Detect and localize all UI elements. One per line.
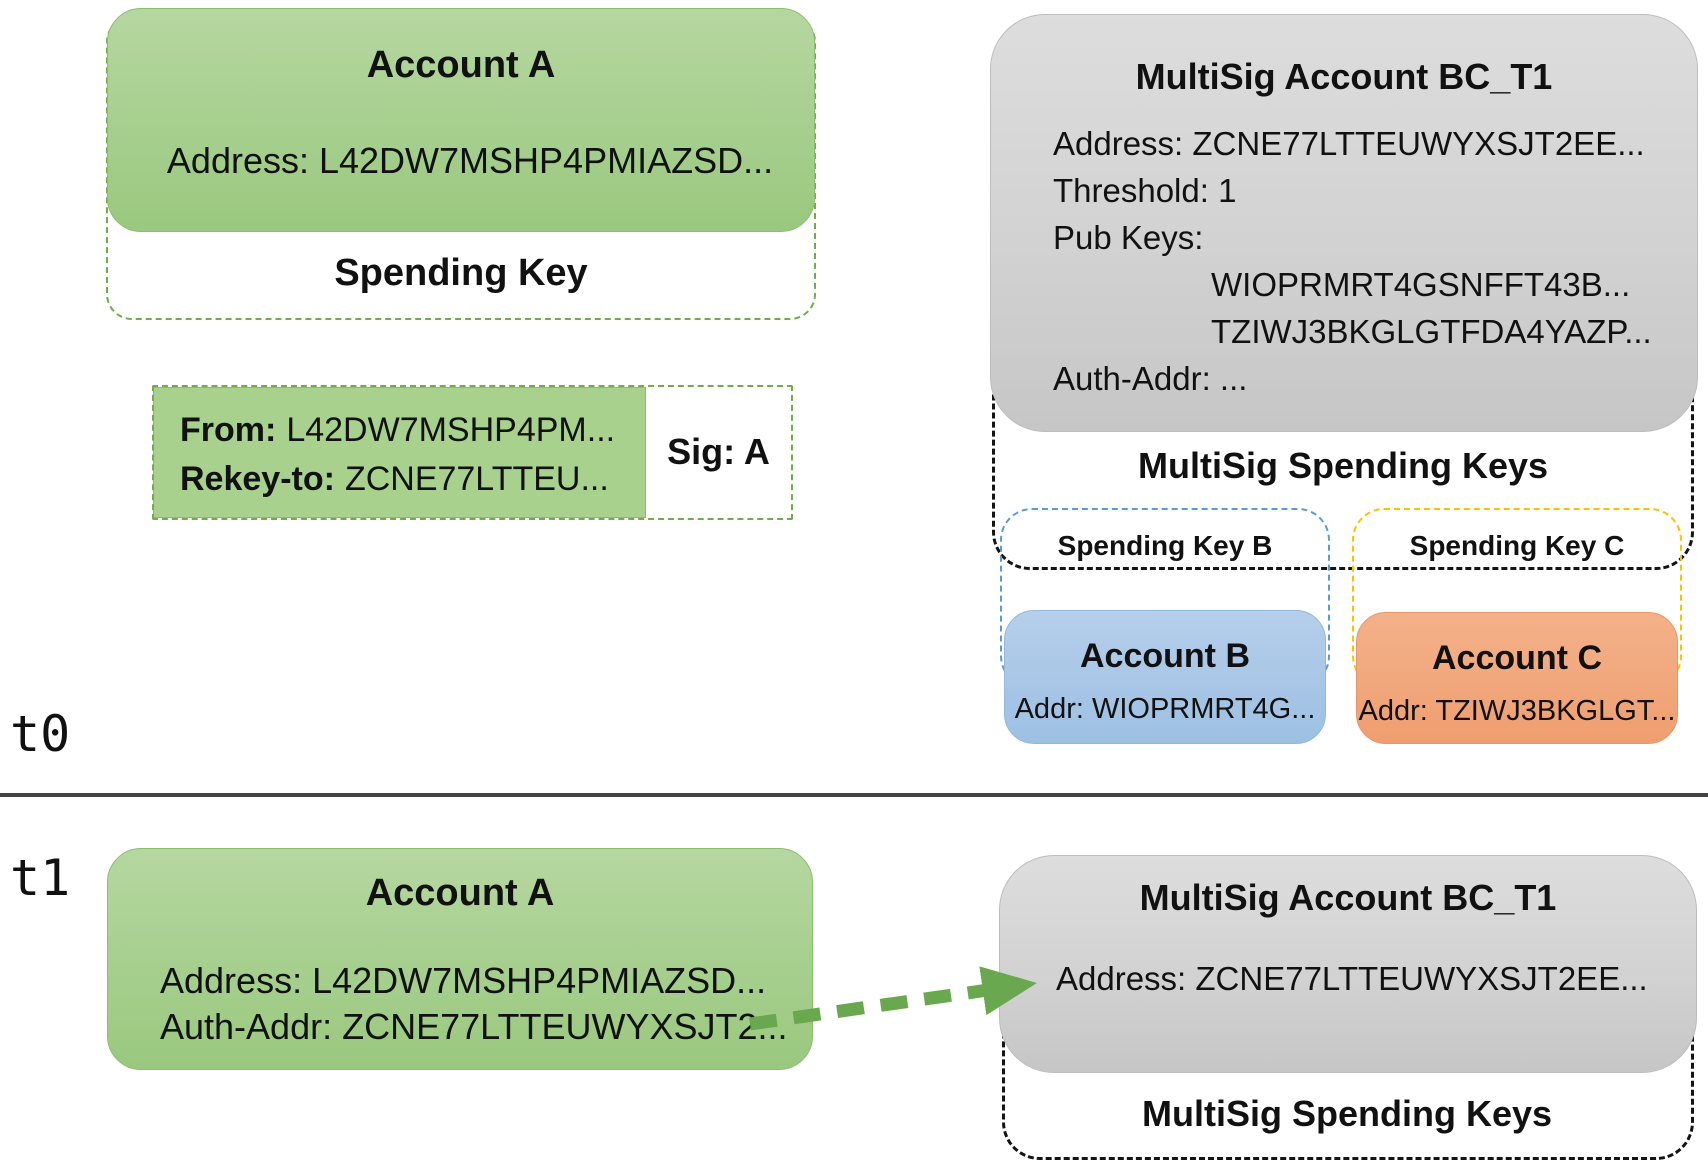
- multisig-account-box-t1: MultiSig Account BC_T1 Address: ZCNE77LT…: [999, 855, 1697, 1073]
- rekey-from-line: From:L42DW7MSHP4PM...: [180, 406, 615, 455]
- multisig-pubkeys-label: Pub Keys:: [1053, 219, 1204, 256]
- account-a-title-t0: Account A: [366, 44, 556, 86]
- time-t0-label: t0: [10, 705, 71, 763]
- multisig-auth-addr: Auth-Addr: ...: [1053, 360, 1248, 397]
- rekey-to-label: Rekey-to:: [180, 460, 335, 498]
- signature-a-label: Sig: A: [667, 430, 770, 472]
- spending-key-b-label: Spending Key B: [1057, 530, 1273, 561]
- rekey-transaction-green-area: [153, 387, 646, 518]
- multisig-account-details-t0: Address: ZCNE77LTTEUWYXSJT2EE... Thresho…: [1053, 120, 1652, 402]
- multisig-account-title-t0: MultiSig Account BC_T1: [1135, 56, 1553, 97]
- rekey-to-value: ZCNE77LTTEU...: [344, 460, 609, 498]
- multisig-spending-keys-label-t0: MultiSig Spending Keys: [1137, 445, 1549, 486]
- multisig-pubkey-2: TZIWJ3BKGLGTFDA4YAZP...: [1211, 313, 1652, 350]
- from-value: L42DW7MSHP4PM...: [286, 411, 616, 449]
- multisig-pubkey-1: WIOPRMRT4GSNFFT43B...: [1211, 266, 1631, 303]
- account-b-addr: Addr: WIOPRMRT4G...: [1014, 693, 1316, 725]
- account-a-auth-addr-t1: Auth-Addr: ZCNE77LTTEUWYXSJT2...: [160, 1006, 788, 1047]
- account-c-addr: Addr: TZIWJ3BKGLGT...: [1358, 695, 1676, 727]
- account-b-title: Account B: [1080, 637, 1250, 675]
- account-c-box: Account C Addr: TZIWJ3BKGLGT...: [1356, 612, 1678, 744]
- multisig-address-t0: Address: ZCNE77LTTEUWYXSJT2EE...: [1053, 125, 1645, 162]
- account-a-box-t1: Account A Address: L42DW7MSHP4PMIAZSD...…: [107, 848, 813, 1070]
- account-b-box: Account B Addr: WIOPRMRT4G...: [1004, 610, 1326, 744]
- account-c-title: Account C: [1432, 639, 1602, 677]
- multisig-account-title-t1: MultiSig Account BC_T1: [1139, 877, 1557, 918]
- multisig-spending-keys-label-t1: MultiSig Spending Keys: [1141, 1093, 1553, 1134]
- account-a-address-t1: Address: L42DW7MSHP4PMIAZSD...: [160, 960, 767, 1001]
- account-a-box-t0: Account A Address: L42DW7MSHP4PMIAZSD...: [107, 8, 815, 232]
- spending-key-c-label: Spending Key C: [1409, 530, 1625, 561]
- account-a-details-t1: Address: L42DW7MSHP4PMIAZSD... Auth-Addr…: [160, 958, 788, 1050]
- t0-t1-separator-line: [0, 793, 1708, 797]
- account-a-title-t1: Account A: [365, 872, 555, 914]
- rekey-transaction-lines: From:L42DW7MSHP4PM... Rekey-to:ZCNE77LTT…: [180, 406, 615, 504]
- account-a-address-t0: Address: L42DW7MSHP4PMIAZSD...: [166, 140, 774, 181]
- time-t1-label: t1: [10, 849, 71, 907]
- multisig-account-box-t0: MultiSig Account BC_T1 Address: ZCNE77LT…: [990, 14, 1698, 432]
- spending-key-label: Spending Key: [334, 252, 588, 294]
- multisig-threshold: Threshold: 1: [1053, 172, 1237, 209]
- multisig-address-t1: Address: ZCNE77LTTEUWYXSJT2EE...: [1056, 960, 1648, 997]
- rekey-transaction-dashed-box: From:L42DW7MSHP4PM... Rekey-to:ZCNE77LTT…: [152, 385, 793, 520]
- rekey-to-line: Rekey-to:ZCNE77LTTEU...: [180, 455, 615, 504]
- from-label: From:: [180, 411, 277, 449]
